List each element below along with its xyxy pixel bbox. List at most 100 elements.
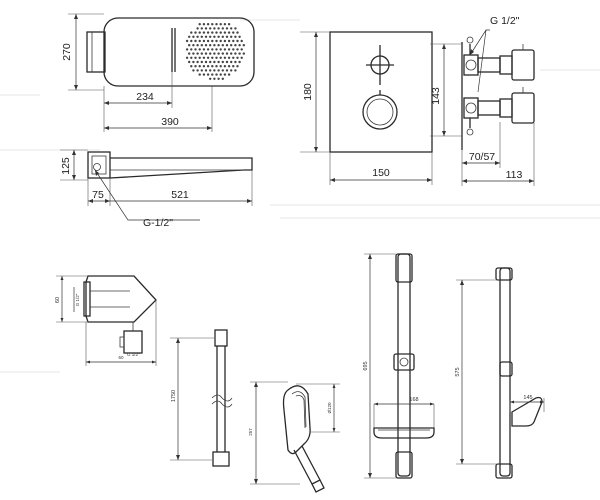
hose-bottom-nut: [212, 451, 230, 467]
nozzle-dot: [200, 69, 203, 72]
nozzle-dot: [200, 44, 203, 47]
nozzle-dot: [198, 48, 201, 51]
nozzle-dot: [198, 73, 201, 76]
nozzle-dot: [204, 69, 208, 72]
nozzle-dot: [188, 60, 191, 64]
nozzle-dot: [192, 35, 195, 38]
nozzle-dot: [225, 27, 229, 30]
nozzle-dot: [188, 44, 191, 47]
nozzle-dot: [230, 69, 233, 72]
nozzle-dot: [230, 52, 233, 55]
nozzle-dot: [230, 35, 233, 38]
nozzle-dot: [223, 56, 227, 59]
nozzle-dot: [211, 56, 214, 59]
dim-valve-body-height: 143: [430, 87, 442, 105]
nozzle-dot: [227, 48, 231, 51]
nozzle-dot: [225, 35, 229, 38]
dim-elbow-height: 60: [55, 297, 61, 303]
nozzle-dot: [185, 56, 189, 59]
nozzle-dot: [211, 65, 214, 68]
nozzle-dot: [209, 60, 212, 64]
nozzle-dot: [198, 65, 201, 68]
nozzle-dot: [238, 35, 241, 38]
nozzle-dot: [230, 44, 233, 47]
head-connector: [86, 31, 106, 73]
nozzle-dot: [221, 35, 224, 38]
shower-arm-side-view: 125 75 521 G-1/2": [60, 149, 253, 229]
nozzle-dot: [202, 39, 206, 43]
dim-valve-thread: G 1/2": [490, 15, 520, 27]
nozzle-dot: [194, 65, 197, 68]
arm-wall-flange: [87, 151, 111, 179]
nozzle-dot: [225, 52, 229, 55]
nozzle-dot: [215, 56, 218, 59]
rail1-slider: [393, 353, 415, 371]
nozzle-dot: [202, 48, 206, 51]
head-outline: [103, 17, 255, 87]
dim-rail2-length: 575: [455, 367, 461, 376]
dim-rail1-dish: 168: [409, 397, 418, 403]
nozzle-dot: [238, 52, 241, 55]
nozzle-dot: [227, 65, 231, 68]
nozzle-dot: [206, 73, 210, 76]
nozzle-dot: [217, 35, 220, 38]
nozzle-dot: [225, 69, 229, 72]
rail1-top-bracket: [395, 253, 413, 283]
nozzle-dot: [202, 56, 206, 59]
nozzle-dot: [198, 31, 201, 34]
elbow-body: [85, 275, 157, 323]
nozzle-dot: [204, 52, 208, 55]
nozzle-dot: [202, 73, 206, 76]
nozzle-dot: [185, 48, 189, 51]
dim-valve-total-depth: 113: [506, 169, 523, 181]
nozzle-dot: [221, 69, 224, 72]
nozzle-dot: [240, 39, 243, 43]
nozzle-dot: [215, 23, 218, 26]
nozzle-dot: [227, 23, 231, 26]
nozzle-dot: [219, 48, 222, 51]
nozzle-dot: [219, 39, 222, 43]
rail2-hook: [511, 396, 543, 427]
nozzle-dot: [219, 23, 222, 26]
nozzle-dot: [209, 44, 212, 47]
nozzle-dot: [234, 35, 237, 38]
nozzle-dot: [234, 52, 237, 55]
arm-body: [109, 157, 253, 179]
nozzle-dot: [215, 48, 218, 51]
nozzle-dot: [215, 39, 218, 43]
dim-hose-length: 1750: [171, 390, 177, 402]
nozzle-dot: [242, 52, 245, 55]
hand-shower: Ø120 257: [248, 381, 340, 493]
nozzle-dot: [223, 23, 227, 26]
nozzle-dot: [215, 73, 218, 76]
nozzle-dot: [240, 56, 243, 59]
dim-valve-width: 150: [372, 167, 390, 179]
nozzle-dot: [194, 39, 197, 43]
nozzle-dot: [225, 60, 229, 64]
nozzle-dot: [200, 52, 203, 55]
dim-head-depth: 234: [136, 91, 154, 103]
nozzle-dot: [230, 27, 233, 30]
dim-handshower-length: 257: [248, 428, 253, 436]
nozzle-dot: [217, 69, 220, 72]
background-texture: [0, 19, 600, 373]
nozzle-dot: [190, 39, 193, 43]
nozzle-dot: [206, 48, 210, 51]
nozzle-dot: [192, 44, 195, 47]
nozzle-dot: [188, 52, 191, 55]
nozzle-dot: [232, 39, 235, 43]
nozzle-dot: [196, 44, 199, 47]
valve-handle-top: [511, 49, 535, 81]
nozzle-dot: [225, 44, 229, 47]
nozzle-dot: [194, 31, 197, 34]
nozzle-dot: [242, 44, 245, 47]
nozzle-dot: [194, 48, 197, 51]
nozzle-dot: [238, 60, 241, 64]
nozzle-dot: [223, 73, 227, 76]
nozzle-dot: [209, 77, 212, 81]
dim-arm-thread: G-1/2": [143, 217, 173, 229]
dim-elbow-width: 60: [118, 355, 124, 360]
dim-head-length: 390: [161, 116, 179, 128]
dim-arm-offset: 75: [92, 189, 104, 201]
